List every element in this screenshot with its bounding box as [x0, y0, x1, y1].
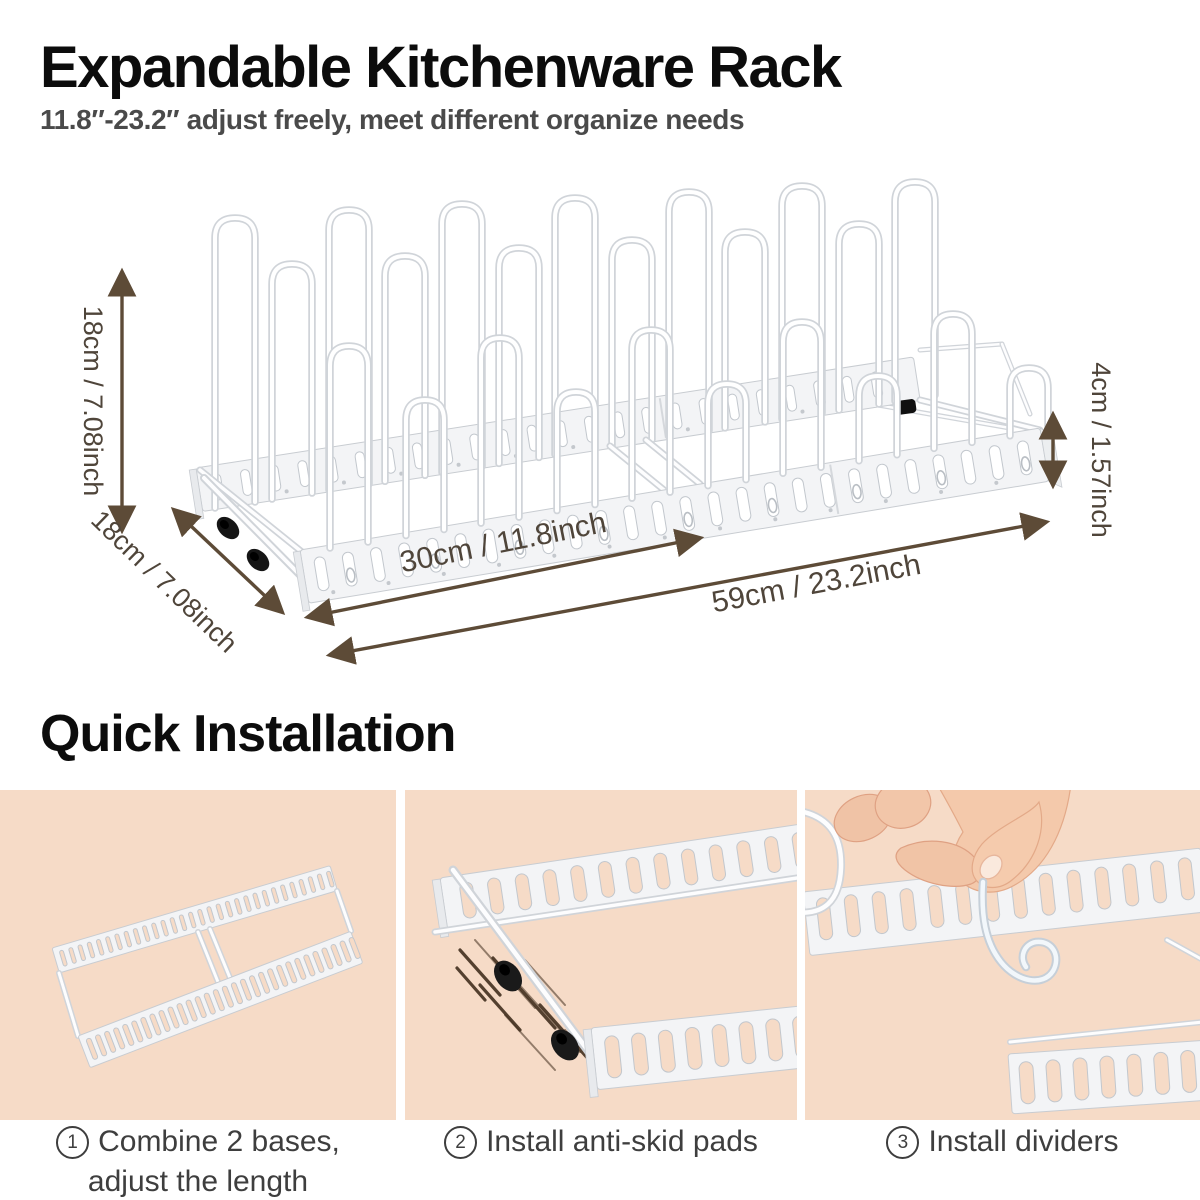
- step1-panel-combine-bases: [0, 790, 396, 1120]
- step3-label: Install dividers: [928, 1125, 1119, 1158]
- fingernail: [979, 854, 1003, 880]
- step3-number-badge: 3: [886, 1126, 920, 1159]
- step1-number-badge: 1: [56, 1126, 90, 1159]
- step3-panel-install-dividers: [805, 790, 1200, 1120]
- section-title-quick-installation: Quick Installation: [40, 705, 456, 763]
- divider-hook-wire: [978, 877, 1061, 985]
- depth-dimension-arrow: [170, 507, 286, 615]
- hand: [833, 790, 1071, 893]
- base-back-rail: [51, 865, 338, 973]
- step1-label: Combine 2 bases, adjust the length: [87, 1125, 340, 1198]
- rail-bottom: [1007, 1040, 1200, 1115]
- page-subtitle: 11.8″-23.2″ adjust freely, meet differen…: [40, 104, 745, 135]
- height-dimension-label: 18cm / 7.08inch: [78, 306, 108, 497]
- base-frame-illustration: [51, 865, 363, 1068]
- frame-tubes: [805, 808, 1200, 1045]
- step2-panel-anti-skid-pads: [405, 790, 797, 1120]
- rack-back-dividers: [211, 178, 939, 512]
- anti-skid-pads-illustration: [431, 822, 797, 1098]
- rack-front-dividers: [326, 310, 1052, 552]
- rail-height-dimension-label: 4cm / 1.57inch: [1086, 362, 1116, 538]
- total-length-dimension-arrow: [325, 512, 1051, 665]
- rack-dimension-diagram: 18cm / 7.08inch 18cm / 7.08inch 4cm / 1.…: [78, 178, 1116, 665]
- rail-bottom: [582, 1005, 797, 1098]
- base-frame-tubes: [56, 888, 354, 1039]
- total-length-dimension-label: 59cm / 23.2inch: [709, 548, 923, 619]
- install-dividers-illustration: [805, 790, 1200, 1115]
- rail-top: [431, 822, 797, 938]
- side-tube: [431, 865, 797, 1085]
- step2-label: Install anti-skid pads: [486, 1125, 758, 1158]
- anti-skid-pads: [493, 960, 580, 1061]
- page-title: Expandable Kitchenware Rack: [40, 35, 842, 100]
- base-front-rail: [78, 931, 363, 1068]
- step2-number-badge: 2: [444, 1126, 478, 1159]
